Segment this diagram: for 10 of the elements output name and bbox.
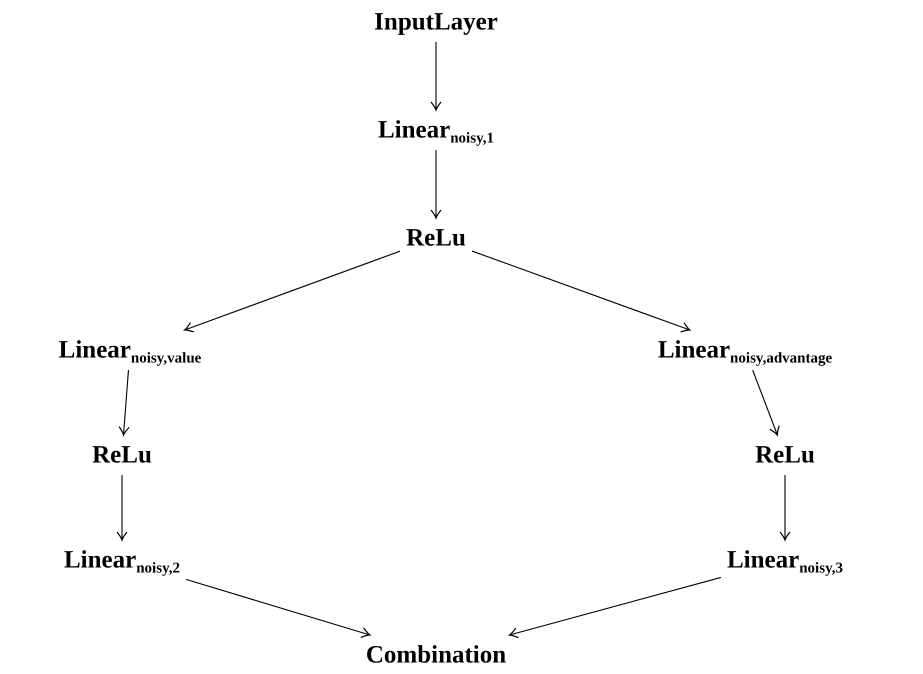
layer-label: Linear$_{noisy,value}$ xyxy=(58,336,202,364)
layer-label: Linear$_{noisy,2}$ xyxy=(64,546,180,574)
layer-label: Linear$_{noisy,advantage}$ xyxy=(658,336,832,364)
layer-label: ReLu xyxy=(406,224,466,252)
layer-label: ReLu xyxy=(755,441,815,469)
layer-label: Combination xyxy=(366,641,506,669)
layer-label: ReLu xyxy=(92,441,152,469)
layer-label: Linear$_{noisy,1}$ xyxy=(378,116,494,144)
layer-label: InputLayer xyxy=(374,8,498,36)
layer-label: Linear$_{noisy,3}$ xyxy=(727,546,843,574)
